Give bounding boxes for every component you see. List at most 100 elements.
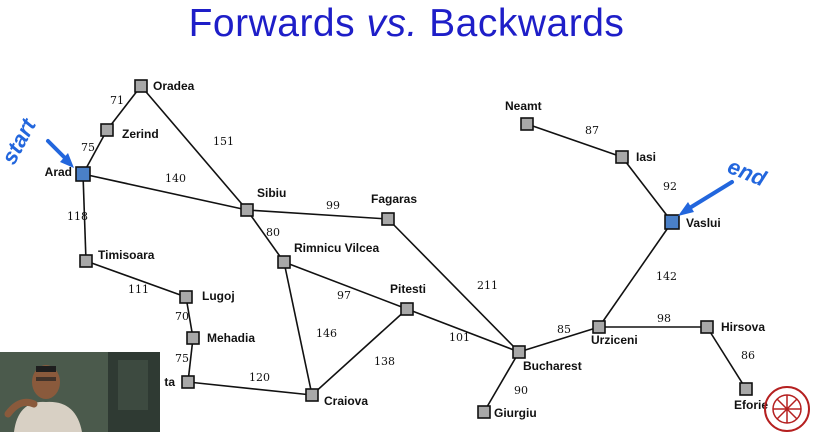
title-vs: vs.	[366, 2, 418, 45]
road-oradea-zerind	[106, 85, 142, 131]
start-annotation: start	[0, 113, 74, 168]
city-node-zerind	[100, 123, 114, 137]
road-bucharest-giurgiu	[483, 351, 520, 413]
road-pitesti-bucharest	[406, 308, 520, 353]
distance-label-iasi-neamt: 87	[585, 124, 599, 137]
distance-label-sibiu-rimnicu: 80	[266, 226, 280, 239]
distance-label-hirsova-eforie: 86	[741, 349, 755, 362]
road-timisoara-lugoj	[85, 260, 187, 298]
city-label-oradea: Oradea	[153, 79, 195, 93]
road-fagaras-bucharest	[387, 218, 520, 353]
city-label-fagaras: Fagaras	[371, 192, 417, 206]
road-rimnicu-craiova	[283, 261, 313, 396]
city-node-bucharest	[512, 345, 526, 359]
city-label-craiova: Craiova	[324, 394, 368, 408]
road-mehadia-dobreta	[187, 337, 194, 383]
distance-labels-layer: 71 75 151 140 118 111 70 75 120 99 80 97 146 138 211 10…	[67, 94, 755, 397]
seal-icon	[764, 386, 810, 432]
city-node-lugoj	[179, 290, 193, 304]
distance-label-zerind-arad: 75	[81, 141, 95, 154]
distance-label-rimnicu-craiova: 146	[316, 327, 337, 340]
city-label-vaslui: Vaslui	[686, 216, 721, 230]
start-arrow-icon	[46, 139, 74, 168]
distance-label-timisoara-lugoj: 111	[128, 283, 149, 296]
distance-label-fagaras-bucharest: 211	[477, 279, 498, 292]
webcam-overlay	[0, 352, 160, 432]
city-node-arad	[75, 166, 91, 182]
city-node-sibiu	[240, 203, 254, 217]
road-arad-sibiu	[82, 173, 248, 211]
city-label-iasi: Iasi	[636, 150, 656, 164]
distance-label-urziceni-hirsova: 98	[657, 312, 671, 325]
presenter-image	[0, 352, 160, 432]
road-arad-timisoara	[82, 173, 87, 262]
city-label-hirsova: Hirsova	[721, 320, 765, 334]
city-label-giurgiu: Giurgiu	[494, 406, 537, 420]
city-label-lugoj: Lugoj	[202, 289, 235, 303]
city-label-zerind: Zerind	[122, 127, 159, 141]
road-oradea-sibiu	[140, 85, 248, 211]
start-label: start	[0, 113, 42, 168]
slide-title: Forwards vs. Backwards	[0, 2, 813, 46]
distance-label-rimnicu-pitesti: 97	[337, 289, 351, 302]
road-sibiu-fagaras	[246, 209, 389, 220]
road-dobreta-craiova	[187, 381, 313, 396]
road-rimnicu-pitesti	[283, 261, 408, 310]
city-label-sibiu: Sibiu	[257, 186, 286, 200]
distance-label-lugoj-mehadia: 70	[175, 310, 189, 323]
city-node-dobreta	[181, 375, 195, 389]
distance-label-urziceni-vaslui: 142	[656, 270, 677, 283]
city-label-mehadia: Mehadia	[207, 331, 255, 345]
road-urziceni-vaslui	[598, 221, 673, 328]
university-logo	[760, 382, 810, 432]
distance-label-mehadia-dobreta: 75	[175, 352, 189, 365]
distance-label-bucharest-urziceni: 85	[557, 323, 571, 336]
city-label-bucharest: Bucharest	[523, 359, 582, 373]
end-annotation: end	[678, 153, 770, 216]
city-node-neamt	[520, 117, 534, 131]
city-node-iasi	[615, 150, 629, 164]
end-label: end	[724, 153, 770, 191]
city-label-urziceni: Urziceni	[591, 333, 638, 347]
city-node-rimnicu	[277, 255, 291, 269]
distance-label-oradea-zerind: 71	[110, 94, 124, 107]
city-label-neamt: Neamt	[505, 99, 542, 113]
distance-label-pitesti-bucharest: 101	[449, 331, 470, 344]
road-iasi-neamt	[526, 123, 623, 158]
city-node-vaslui	[664, 214, 680, 230]
city-node-pitesti	[400, 302, 414, 316]
city-node-timisoara	[79, 254, 93, 268]
city-node-hirsova	[700, 320, 714, 334]
city-node-eforie	[739, 382, 753, 396]
road-craiova-pitesti	[311, 308, 408, 396]
distance-label-vaslui-iasi: 92	[663, 180, 677, 193]
distance-label-sibiu-fagaras: 99	[326, 199, 340, 212]
road-bucharest-urziceni	[518, 326, 600, 353]
distance-label-dobreta-craiova: 120	[249, 371, 270, 384]
city-label-rimnicu: Rimnicu Vilcea	[294, 241, 379, 255]
distance-label-arad-sibiu: 140	[165, 172, 186, 185]
roads-layer	[82, 85, 747, 413]
city-label-eforie: Eforie	[734, 398, 768, 412]
city-label-arad: Arad	[45, 165, 72, 179]
road-lugoj-mehadia	[185, 296, 194, 339]
distance-label-oradea-sibiu: 151	[213, 135, 234, 148]
cities-layer	[75, 79, 753, 419]
distance-label-bucharest-giurgiu: 90	[514, 384, 528, 397]
city-label-timisoara: Timisoara	[98, 248, 155, 262]
title-backwards: Backwards	[417, 2, 625, 45]
city-label-dobreta: ta	[164, 375, 175, 389]
road-hirsova-eforie	[706, 326, 747, 390]
road-sibiu-rimnicu	[246, 209, 285, 263]
road-vaslui-iasi	[621, 156, 673, 223]
title-forwards: Forwards	[188, 2, 367, 45]
city-node-oradea	[134, 79, 148, 93]
end-arrow-icon	[678, 180, 734, 216]
distance-label-craiova-pitesti: 138	[374, 355, 395, 368]
city-node-giurgiu	[477, 405, 491, 419]
distance-label-arad-timisoara: 118	[67, 210, 88, 223]
city-node-craiova	[305, 388, 319, 402]
city-node-fagaras	[381, 212, 395, 226]
